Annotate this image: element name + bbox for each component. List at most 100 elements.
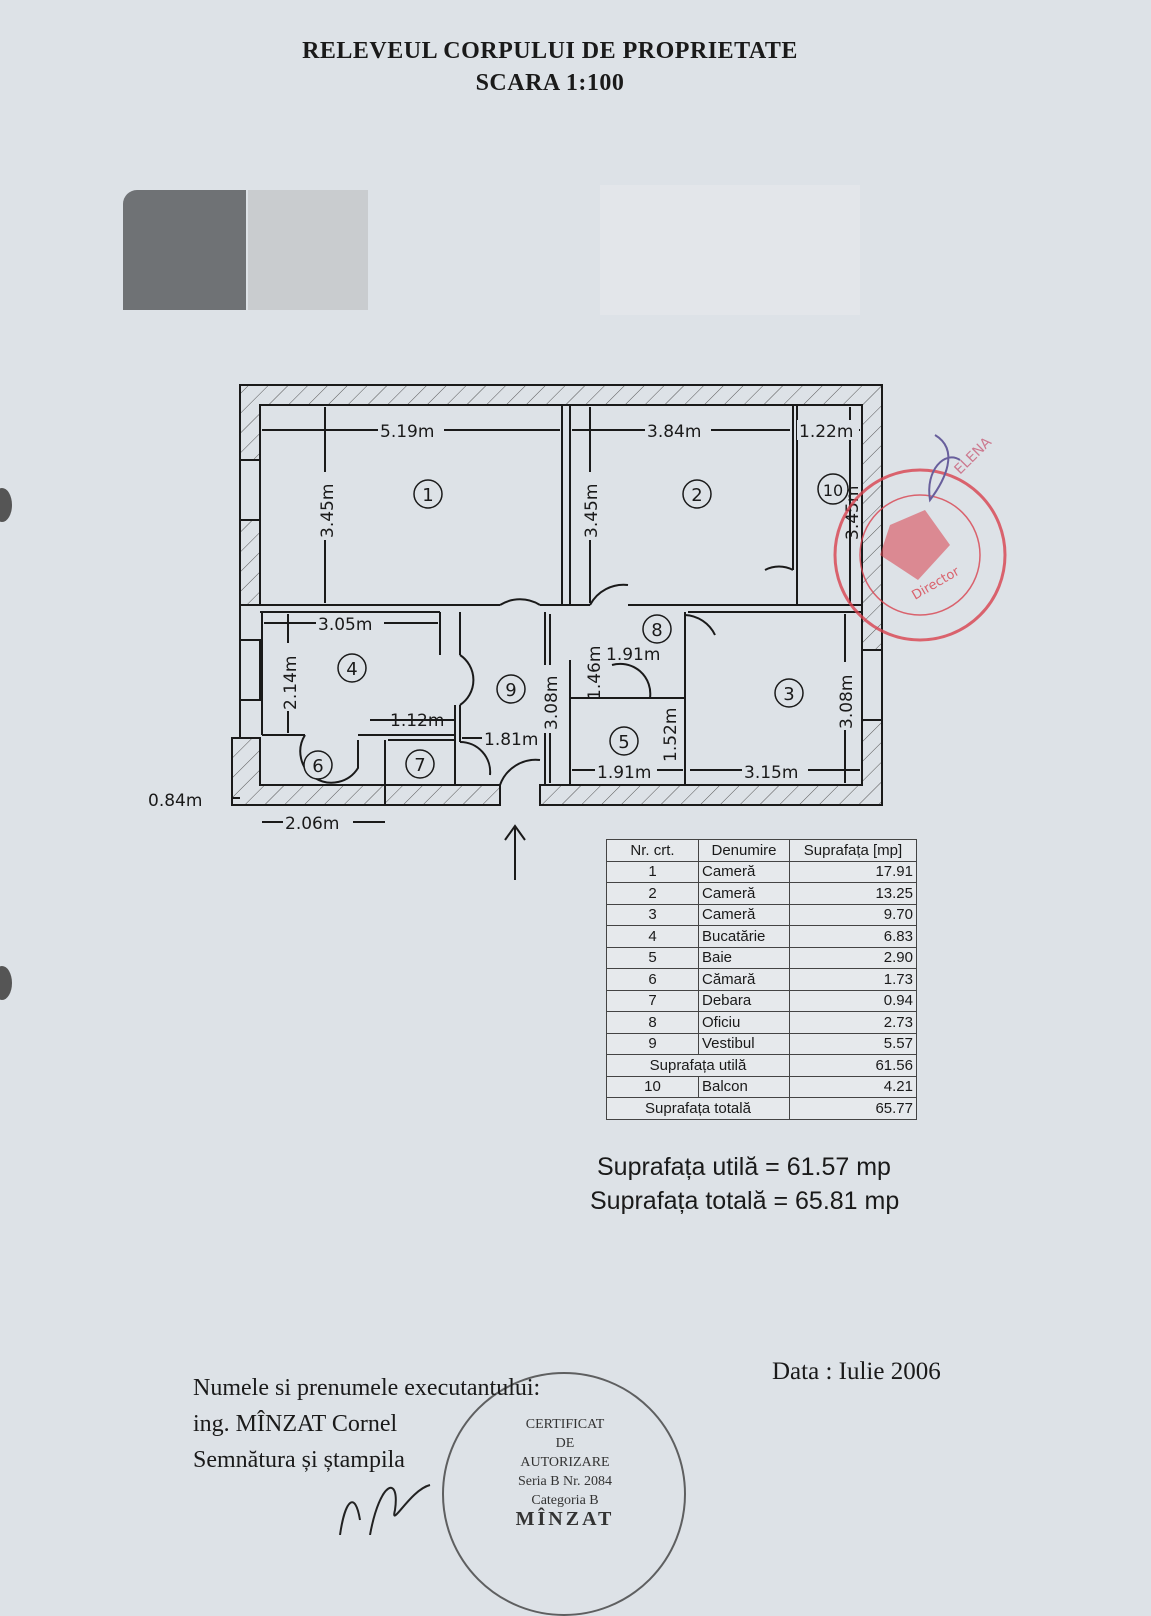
cell-area: 2.90 xyxy=(789,946,917,969)
room-number: 1 xyxy=(422,485,433,506)
cell-nr: 8 xyxy=(606,1011,699,1034)
dimension-label: 1.52m xyxy=(661,708,681,762)
dimension-label: 2.06m xyxy=(285,814,339,834)
total-area-summary: Suprafața totală = 65.81 mp xyxy=(590,1187,900,1215)
room-number: 10 xyxy=(823,481,843,500)
room-marker xyxy=(405,749,435,779)
cell-nr: 4 xyxy=(606,925,699,948)
dimension-label: 3.15m xyxy=(744,763,798,783)
redacted-block xyxy=(248,190,368,310)
stamp-line: Seria B Nr. 2084 xyxy=(517,1474,613,1489)
cell-area: 9.70 xyxy=(789,903,917,926)
room-number: 7 xyxy=(414,755,425,776)
room-marker xyxy=(413,479,443,509)
cell-nr: 3 xyxy=(606,903,699,926)
cell-name: Balcon xyxy=(698,1075,790,1098)
authorization-stamp-text: CERTIFICAT DE AUTORIZARE Seria B Nr. 208… xyxy=(470,1415,660,1529)
dimension-label: 1.91m xyxy=(597,763,651,783)
cell-nr: 9 xyxy=(606,1032,699,1055)
cell-area: 2.73 xyxy=(789,1011,917,1034)
cell-area: 1.73 xyxy=(789,968,917,991)
subtotal-area: 61.56 xyxy=(789,1054,917,1077)
punch-hole xyxy=(0,966,12,1000)
cell-name: Vestibul xyxy=(698,1032,790,1055)
redacted-area xyxy=(600,185,860,315)
dimension-label: 1.91m xyxy=(606,645,660,665)
dimension-label: 3.45m xyxy=(582,484,602,538)
redacted-block xyxy=(123,190,246,310)
floor-plan: 1 2 3 4 5 6 7 8 9 10 5.19m 3.84m 1.22m 3… xyxy=(148,384,1007,880)
stamp-name: ELENA xyxy=(952,434,996,478)
total-area: 65.77 xyxy=(789,1097,917,1120)
document-date: Data : Iulie 2006 xyxy=(772,1358,941,1385)
document-scale: SCARA 1:100 xyxy=(475,70,625,96)
executor-block: Numele si prenumele executantului: ing. … xyxy=(193,1370,540,1478)
cell-area: 6.83 xyxy=(789,925,917,948)
cell-nr: 7 xyxy=(606,989,699,1012)
room-number: 8 xyxy=(651,620,662,641)
room-number: 5 xyxy=(618,732,629,753)
useful-area-summary: Suprafața utilă = 61.57 mp xyxy=(597,1153,891,1181)
cell-area: 0.94 xyxy=(789,989,917,1012)
dimension-label: 1.46m xyxy=(585,646,605,700)
cell-name: Debara xyxy=(698,989,790,1012)
punch-hole xyxy=(0,488,12,522)
cell-nr: 6 xyxy=(606,968,699,991)
column-header: Denumire xyxy=(698,839,790,862)
stamp-line: DE xyxy=(555,1436,575,1451)
room-marker xyxy=(303,750,333,780)
room-marker xyxy=(642,614,672,644)
signature xyxy=(339,1484,431,1535)
dimension-label: 3.45m xyxy=(318,484,338,538)
cell-nr: 10 xyxy=(606,1075,699,1098)
dimension-label: 3.05m xyxy=(318,615,372,635)
stamp-line: AUTORIZARE xyxy=(520,1455,610,1470)
room-number: 3 xyxy=(783,684,794,705)
executor-name: ing. MÎNZAT Cornel xyxy=(193,1411,398,1437)
stamp-line: CERTIFICAT xyxy=(525,1417,605,1432)
signature-label: Semnătura și ștampila xyxy=(193,1447,405,1473)
cell-name: Cămară xyxy=(698,968,790,991)
cell-name: Baie xyxy=(698,946,790,969)
dimension-label: 5.19m xyxy=(380,422,434,442)
cell-nr: 2 xyxy=(606,882,699,905)
room-marker xyxy=(337,653,367,683)
total-label: Suprafața totală xyxy=(606,1097,790,1120)
dimension-label: 1.81m xyxy=(484,730,538,750)
dimension-label: 3.08m xyxy=(542,676,562,730)
dimension-label: 3.84m xyxy=(647,422,701,442)
stamp-line: Categoria B xyxy=(531,1493,599,1508)
cell-name: Cameră xyxy=(698,860,790,883)
cell-nr: 5 xyxy=(606,946,699,969)
room-marker xyxy=(817,473,849,505)
dimension-label: 2.14m xyxy=(281,656,301,710)
column-header: Suprafața [mp] xyxy=(789,839,917,862)
cell-area: 13.25 xyxy=(789,882,917,905)
dimension-label: 1.12m xyxy=(390,711,444,731)
dimension-label: 1.22m xyxy=(799,422,853,442)
cell-area: 17.91 xyxy=(789,860,917,883)
dimension-label: 3.45m xyxy=(843,486,863,540)
outer-wall xyxy=(231,737,501,806)
cell-name: Cameră xyxy=(698,882,790,905)
room-marker xyxy=(609,726,639,756)
cell-name: Cameră xyxy=(698,903,790,926)
document-title: RELEVEUL CORPULUI DE PROPRIETATE xyxy=(302,38,798,64)
cell-nr: 1 xyxy=(606,860,699,883)
dimension-label: 3.08m xyxy=(837,675,857,729)
room-marker xyxy=(774,678,804,708)
room-number: 9 xyxy=(505,680,516,701)
dimension-label: 0.84m xyxy=(148,791,202,811)
column-header: Nr. crt. xyxy=(606,839,699,862)
